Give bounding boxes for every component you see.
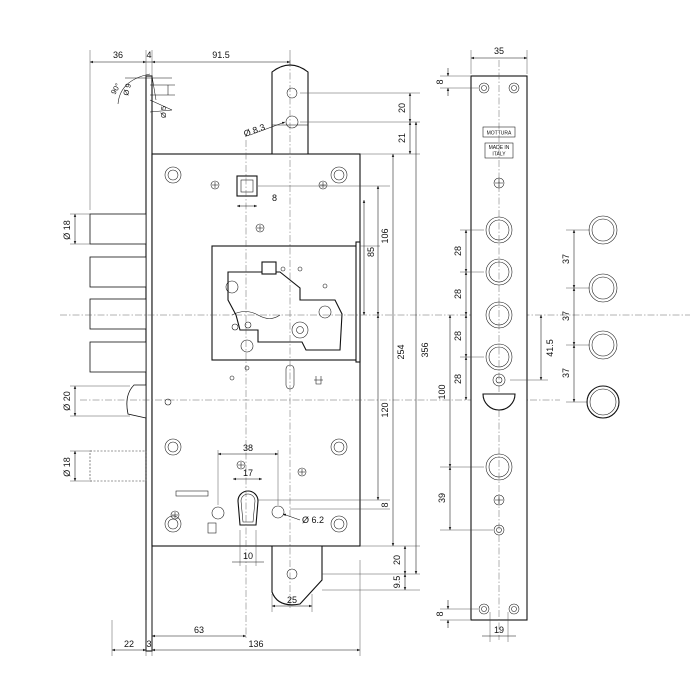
dim-91-5: 91.5 <box>212 50 230 60</box>
dim-8-faceplate-top: 8 <box>435 79 445 84</box>
dim-28-a: 28 <box>453 246 463 256</box>
dim-25: 25 <box>287 595 297 605</box>
bolt-profile-view <box>566 215 620 419</box>
dim-38: 38 <box>243 443 253 453</box>
dim-19: 19 <box>494 625 504 635</box>
dim-35: 35 <box>494 46 504 56</box>
dim-106: 106 <box>380 228 390 243</box>
dim-dia-6-2: Ø 6.2 <box>302 515 324 525</box>
dim-41-5: 41.5 <box>545 339 555 357</box>
case-screw <box>164 166 348 533</box>
front-plate-strip <box>145 75 153 652</box>
dim-37-c: 37 <box>561 368 571 378</box>
dim-85: 85 <box>366 247 376 257</box>
dim-28-d: 28 <box>453 374 463 384</box>
dim-dia-20: Ø 20 <box>62 391 72 411</box>
deadbolt <box>89 213 147 482</box>
dim-120: 120 <box>380 402 390 417</box>
dimension-lines <box>70 50 420 656</box>
dim-20-top: 20 <box>397 103 407 113</box>
dim-37-a: 37 <box>561 254 571 264</box>
faceplate-bolt-hole <box>485 216 513 481</box>
cylinder-keyhole <box>237 490 259 526</box>
dim-dia-9: Ø 9 <box>121 83 133 97</box>
faceplate-view: MOTTURA MADE IN ITALY <box>440 50 548 642</box>
dim-dia-8-3: Ø 8.3 <box>242 122 266 139</box>
made-in-country: ITALY <box>492 152 506 158</box>
dim-9-5: 9.5 <box>392 576 402 589</box>
dim-dia-5: Ø 5 <box>159 106 168 118</box>
dim-39: 39 <box>437 493 447 503</box>
lock-body-view <box>60 60 690 652</box>
dim-22: 22 <box>124 639 134 649</box>
dim-dia-18-bottom: Ø 18 <box>62 457 72 477</box>
top-tab <box>271 64 309 155</box>
made-in-label: MADE IN <box>489 145 510 151</box>
square-spindle <box>236 175 258 197</box>
dim-20-bottom: 20 <box>392 555 402 565</box>
dim-3: 3 <box>146 639 151 649</box>
dim-28-b: 28 <box>453 289 463 299</box>
dim-10: 10 <box>243 551 253 561</box>
dim-dia-18-top: Ø 18 <box>62 220 72 240</box>
dim-100: 100 <box>437 384 447 399</box>
dim-8-faceplate-bottom: 8 <box>435 611 445 616</box>
dim-356: 356 <box>420 342 430 357</box>
dim-136: 136 <box>248 639 263 649</box>
dim-17: 17 <box>243 468 253 478</box>
dim-28-c: 28 <box>453 331 463 341</box>
brand-label: MOTTURA <box>487 131 512 137</box>
dim-8-bottom: 8 <box>380 502 390 507</box>
mechanism-lever <box>227 271 343 351</box>
dimension-labels: 36 4 91.5 90° Ø 9 Ø 5 Ø 8.3 20 21 8 Ø 18… <box>62 46 571 649</box>
dim-37-b: 37 <box>561 311 571 321</box>
dim-254: 254 <box>396 344 406 359</box>
dim-21: 21 <box>397 133 407 143</box>
dim-8-square: 8 <box>272 193 277 203</box>
latch-bolt <box>126 384 147 419</box>
dim-63: 63 <box>194 625 204 635</box>
dim-4: 4 <box>146 50 151 60</box>
dim-36: 36 <box>113 50 123 60</box>
